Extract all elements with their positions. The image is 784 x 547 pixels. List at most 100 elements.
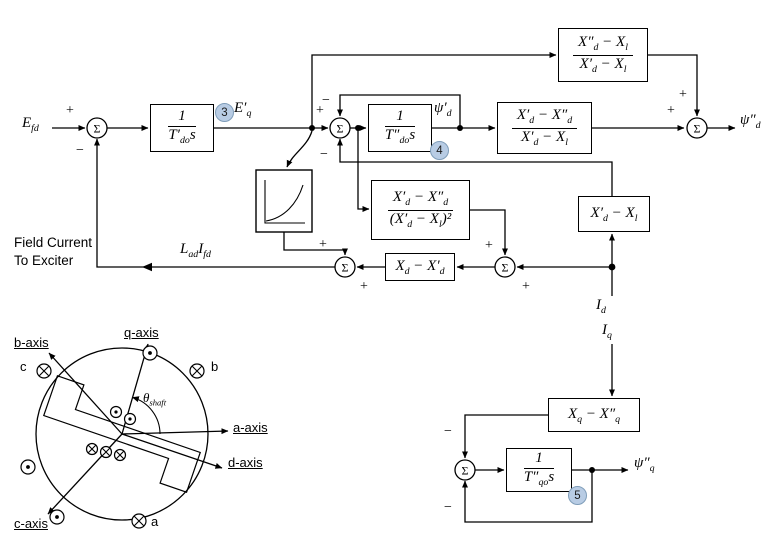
fraction-denominator: T″dos — [384, 127, 416, 147]
rotor-body — [42, 375, 202, 493]
block-gain-xd-minus-xdp: Xd − X′d — [385, 253, 455, 281]
fraction-numerator: X′d − X″d — [387, 189, 454, 211]
node-psi-d-prime — [457, 125, 463, 131]
sum5-plus-top: + — [679, 87, 687, 102]
svg-text:Σ: Σ — [337, 122, 344, 136]
sum4-plus-right: + — [522, 279, 530, 294]
efd-input-label: Efd — [22, 115, 39, 134]
badge-number: 5 — [574, 489, 581, 502]
winding-cross-symbol — [113, 448, 127, 462]
block-gain-k3: X′d − X″d (X′d − Xl)² — [371, 180, 470, 240]
sum5-junction: Σ — [686, 117, 708, 139]
fraction-denominator: T′dos — [168, 127, 196, 147]
sum3-plus-right: + — [360, 279, 368, 294]
node-id — [608, 263, 616, 271]
sum5-plus-left: + — [667, 103, 675, 118]
block-gain-psi1d: X′d − X″d X′d − Xl — [497, 102, 592, 154]
block-integrator-tdo-prime: 1 T′dos — [150, 104, 214, 152]
eq-prime-label: E′q — [234, 100, 252, 119]
equation-badge-3: 3 — [215, 103, 234, 122]
block-integrator-tqo-dprime: 1 T″qos — [506, 448, 572, 492]
gain-expression: Xd − X′d — [395, 257, 445, 277]
fraction-numerator: 1 — [523, 451, 555, 470]
b-axis-label: b-axis — [14, 335, 49, 350]
b-axis-arrow — [48, 352, 123, 435]
sum1-plus: + — [66, 103, 74, 118]
psi-d-prime-label: ψ′d — [434, 100, 452, 119]
sumq-junction: Σ — [454, 459, 476, 481]
d-axis-arrow — [121, 433, 223, 469]
summing-junctions: Σ Σ Σ Σ Σ Σ — [86, 117, 708, 481]
saturation-axes — [264, 180, 305, 224]
sum2-minus-top: − — [322, 93, 330, 108]
sum4-junction: Σ — [494, 256, 516, 278]
saturation-curve — [265, 184, 304, 222]
stator-windings — [20, 345, 205, 529]
fraction-denominator: T″qos — [523, 469, 555, 489]
sumq-minus-bottom: − — [444, 500, 452, 515]
c-axis-arrow — [47, 433, 123, 515]
badge-number: 4 — [436, 144, 443, 157]
wire-xq-gain-to-sumq — [462, 414, 548, 459]
winding-cross-symbol — [85, 442, 99, 456]
sum1-minus: − — [76, 143, 84, 158]
winding-dot-symbol — [109, 405, 123, 419]
winding-dot-symbol — [49, 509, 65, 525]
gain-expression: X′d − Xl — [590, 204, 638, 224]
phase-a-label: a — [151, 514, 159, 529]
saturation-block — [255, 169, 313, 233]
winding-dot-symbol — [123, 412, 137, 426]
block-gain-xq-minus-xqdp: Xq − X″q — [548, 398, 640, 432]
fraction-numerator: X″d − Xl — [573, 34, 633, 56]
d-axis-label: d-axis — [228, 455, 263, 470]
winding-dot-symbol — [142, 345, 158, 361]
winding-cross-symbol — [131, 513, 147, 529]
node-eq-prime — [309, 125, 315, 131]
wire-saturation-to-sum3 — [283, 232, 348, 256]
q-axis-label: q-axis — [124, 325, 159, 340]
fraction-denominator: (X′d − Xl)² — [389, 210, 452, 230]
wire-eqprime-to-top-gain — [311, 52, 557, 128]
svg-text:Σ: Σ — [462, 464, 469, 478]
fraction-numerator: 1 — [168, 109, 196, 128]
wire-top-gain-to-sum5 — [648, 54, 700, 117]
fraction: X′d − X″d X′d − Xl — [511, 107, 578, 148]
equation-badge-4: 4 — [430, 141, 449, 160]
psi-d-dprime-output-label: ψ″d — [740, 112, 761, 131]
fraction-denominator: X′d − Xl — [521, 128, 568, 148]
svg-text:Σ: Σ — [694, 122, 701, 136]
svg-text:Σ: Σ — [502, 261, 509, 275]
sum2-minus-bottom: − — [320, 147, 328, 162]
block-gain-xdp-minus-xl: X′d − Xl — [578, 196, 650, 232]
phase-b-label: b — [211, 359, 219, 374]
node-sum2-output — [355, 125, 361, 131]
lad-ifd-label: LadIfd — [180, 241, 211, 260]
stator-circle — [35, 347, 209, 521]
fraction: 1 T″dos — [384, 109, 416, 147]
svg-text:Σ: Σ — [342, 261, 349, 275]
sum3-plus-top: + — [319, 237, 327, 252]
fraction-numerator: X′d − X″d — [511, 107, 578, 129]
fraction: 1 T″qos — [523, 451, 555, 489]
fraction: 1 T′dos — [168, 109, 196, 147]
badge-number: 3 — [221, 106, 228, 119]
phase-c-label: c — [20, 359, 27, 374]
wire-xl-gain-to-sum2 — [337, 138, 613, 196]
svg-text:Σ: Σ — [94, 122, 101, 136]
a-axis-arrow — [121, 428, 229, 435]
winding-cross-symbol — [36, 363, 52, 379]
gain-expression: Xq − X″q — [567, 405, 621, 425]
fraction-denominator: X′d − Xl — [579, 55, 627, 75]
sum2-plus: + — [316, 103, 324, 118]
theta-shaft-arc — [131, 396, 161, 435]
equation-badge-5: 5 — [568, 486, 587, 505]
sum3-junction: Σ — [334, 256, 356, 278]
psi-q-dprime-output-label: ψ″q — [634, 455, 655, 474]
fraction: X′d − X″d (X′d − Xl)² — [387, 189, 454, 230]
sum1-junction: Σ — [86, 117, 108, 139]
wire-eqprime-to-saturation — [286, 130, 313, 168]
field-current-arrowhead — [142, 262, 152, 272]
sumq-minus-top: − — [444, 424, 452, 439]
block-integrator-tdo-dprime: 1 T″dos — [368, 104, 432, 152]
